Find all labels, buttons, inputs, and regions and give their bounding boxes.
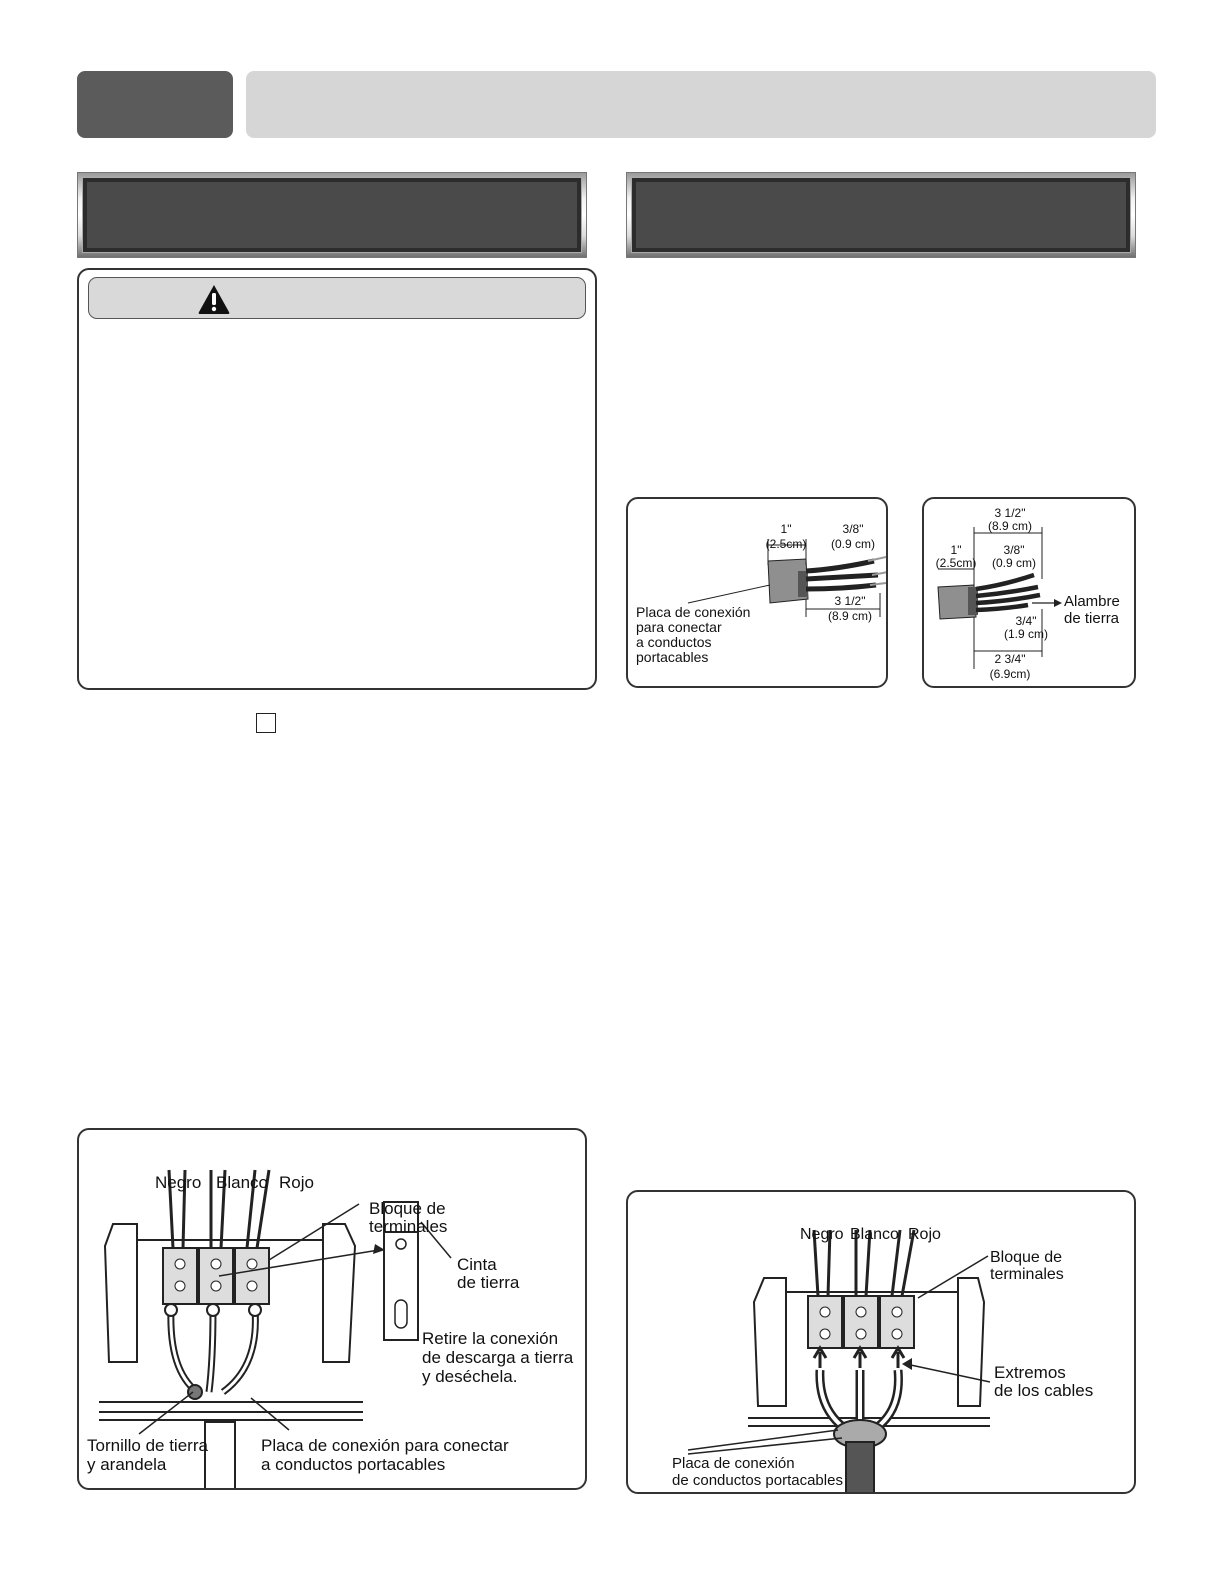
dim-3-1-2: 3 1/2" (835, 594, 866, 608)
wire (805, 558, 875, 574)
label-plate-line2: a conductos portacables (261, 1455, 445, 1474)
label-plate-line1: Placa de conexión para conectar (261, 1436, 509, 1455)
ground-wire-line1: Alambre (1064, 593, 1120, 610)
wire (805, 582, 877, 592)
checkbox-square (256, 713, 276, 733)
label-ends-line2: de los cables (994, 1381, 1093, 1400)
plate-label-line3: a conductos (636, 634, 712, 650)
dim-3-8-cm: (0.9 cm) (992, 556, 1036, 570)
dim-3-4: 3/4" (1016, 614, 1037, 628)
dim-3-1-2: 3 1/2" (995, 506, 1026, 520)
dim-1in: 1" (781, 522, 792, 536)
label-negro: Negro (155, 1173, 201, 1192)
dim-3-1-2-cm: (8.9 cm) (828, 609, 872, 623)
label-plate-line1: Placa de conexión (672, 1455, 795, 1472)
label-plate-line2: de conductos portacables (672, 1472, 843, 1489)
figure-terminal-block-ground-strap: Negro Blanco Rojo Bloque de terminales C… (77, 1128, 587, 1490)
label-strap-line1: Cinta (457, 1255, 497, 1274)
section-banner-left (77, 172, 587, 258)
dim-3-8-cm: (0.9 cm) (831, 537, 875, 551)
figure-terminal-block-cable-ends: Negro Blanco Rojo Bloque de terminales E… (626, 1190, 1136, 1494)
label-screw-line1: Tornillo de tierra (87, 1436, 208, 1455)
plate-label-line1: Placa de conexión (636, 604, 750, 620)
plate-label-line2: para conectar (636, 619, 722, 635)
label-rojo: Rojo (279, 1173, 314, 1192)
chapter-title-bar (246, 71, 1156, 138)
wire (805, 572, 879, 582)
dim-3-1-2-cm: (8.9 cm) (988, 519, 1032, 533)
label-blanco: Blanco (216, 1173, 268, 1192)
dim-1in-cm: (2.5cm) (936, 556, 977, 570)
label-remove-line2: de descarga a tierra (422, 1348, 574, 1367)
dim-3-4-cm: (1.9 cm) (1004, 627, 1048, 641)
warning-box (77, 268, 597, 690)
label-remove-line3: y deséchela. (422, 1367, 517, 1386)
label-block-line1: Bloque de (990, 1249, 1062, 1266)
dim-1in: 1" (951, 543, 962, 557)
label-remove-line1: Retire la conexión (422, 1329, 558, 1348)
figure-4wire-strip: 3 1/2" (8.9 cm) 1" (2.5cm) 3/8" (0.9 cm)… (922, 497, 1136, 688)
ground-wire-line2: de tierra (1064, 610, 1120, 627)
dim-3-8: 3/8" (843, 522, 864, 536)
dim-3-8: 3/8" (1004, 543, 1025, 557)
label-blanco: Blanco (850, 1226, 899, 1243)
label-ends-line1: Extremos (994, 1363, 1066, 1382)
dim-1in-cm: (2.5cm) (766, 537, 807, 551)
label-block-line2: terminales (369, 1217, 447, 1236)
plate-label-line4: portacables (636, 649, 708, 665)
figure-3wire-strip: 1" (2.5cm) 3/8" (0.9 cm) 3 1/2" (8.9 cm)… (626, 497, 888, 688)
warning-header (88, 277, 586, 319)
label-strap-line2: de tierra (457, 1273, 520, 1292)
label-screw-line2: y arandela (87, 1455, 167, 1474)
chapter-tab (77, 71, 233, 138)
dim-2-3-4-cm: (6.9cm) (990, 667, 1031, 681)
section-banner-right (626, 172, 1136, 258)
dim-2-3-4: 2 3/4" (995, 652, 1026, 666)
warning-triangle-icon (198, 285, 230, 314)
label-block-line1: Bloque de (369, 1199, 446, 1218)
label-rojo: Rojo (908, 1226, 941, 1243)
label-block-line2: terminales (990, 1266, 1064, 1283)
label-negro: Negro (800, 1226, 844, 1243)
